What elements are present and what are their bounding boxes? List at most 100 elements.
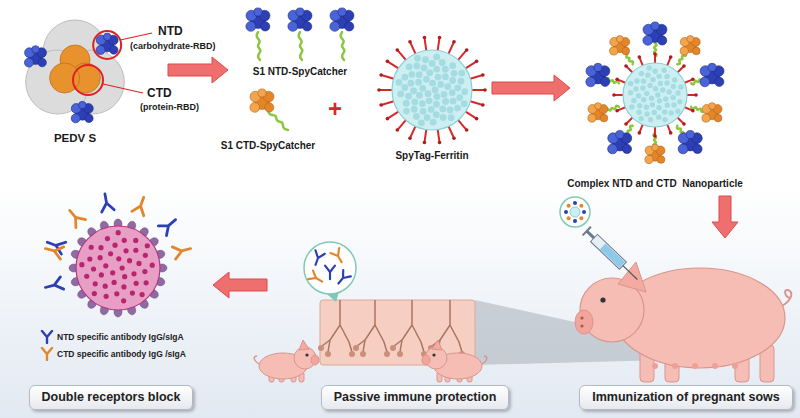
protein-domain	[657, 156, 665, 164]
pregnant-sow	[692, 363, 698, 369]
spytag	[638, 131, 642, 135]
spytag	[653, 52, 657, 56]
protein-domain	[702, 103, 722, 123]
vaccine-inset	[570, 207, 580, 217]
ferritin-subunit	[663, 96, 668, 101]
virus	[116, 230, 121, 235]
antibody	[65, 206, 86, 227]
ferritin-subunit	[449, 89, 456, 96]
ferritin-subunit	[650, 77, 655, 82]
mammary-tissue	[375, 325, 387, 352]
ferritin-subunit	[437, 81, 444, 88]
ferritin-subunit	[421, 64, 428, 71]
ferritin-subunit	[664, 80, 669, 85]
part-label: SpyTag-Ferritin	[395, 150, 468, 162]
protein-domain	[709, 103, 716, 110]
antibody	[335, 270, 351, 287]
virus	[76, 226, 160, 310]
ferritin-subunit	[423, 76, 430, 83]
protein-domain	[622, 47, 630, 55]
protein-domain	[96, 33, 118, 54]
ferritin-subunit	[639, 71, 644, 76]
spycatcher-tail	[341, 32, 345, 60]
virus	[116, 256, 121, 261]
protein-domain	[652, 144, 659, 151]
virus	[114, 291, 119, 296]
protein-domain	[79, 101, 87, 109]
ferritin-subunit	[629, 104, 634, 109]
piglet	[311, 355, 319, 365]
antibody	[158, 215, 179, 236]
ferritin-subunit	[448, 114, 455, 121]
part-label: S1 NTD-SpyCatcher	[253, 66, 347, 78]
spytag	[612, 93, 616, 97]
spytag	[615, 78, 619, 82]
protein-domain	[345, 22, 354, 31]
ferritin-subunit	[665, 103, 670, 108]
antibody	[132, 195, 150, 216]
virus	[112, 243, 117, 248]
protein-domain	[610, 36, 630, 56]
spycatcher-fusions	[246, 8, 354, 130]
ferritin-cage	[392, 50, 472, 130]
antibody	[331, 248, 346, 265]
protein-domain	[246, 21, 256, 31]
ferritin-subunit	[669, 110, 674, 115]
protein-domain	[715, 77, 724, 86]
virus	[133, 248, 138, 253]
virus	[103, 284, 108, 289]
spytag	[669, 55, 673, 59]
protein-domain	[610, 47, 618, 55]
pregnant-sow	[652, 363, 658, 369]
ferritin-subunit	[430, 119, 437, 126]
virus	[103, 263, 108, 268]
ferritin-subunit	[636, 93, 641, 98]
protein-domain	[588, 103, 608, 123]
vaccine-inset	[573, 219, 577, 223]
piglet	[482, 356, 487, 364]
ferritin-subunit	[432, 87, 439, 94]
ferritin-subunit	[637, 103, 642, 108]
ferritin-subunit	[661, 68, 666, 73]
ferritin-subunit	[406, 63, 413, 70]
ferritin-subunit	[411, 99, 418, 106]
ferritin-subunit	[675, 109, 680, 114]
protein-domain	[330, 8, 354, 31]
mammary-tissue	[400, 325, 412, 352]
protein-domain	[110, 46, 118, 54]
stage-label: Passive immune protection	[321, 385, 510, 410]
ferritin-subunit	[396, 79, 403, 86]
protein-domain	[38, 58, 46, 66]
mammary-tissue	[328, 325, 340, 352]
spytag	[481, 103, 485, 107]
virus	[120, 265, 125, 270]
ferritin-subunit	[426, 69, 433, 76]
virus	[150, 263, 155, 268]
protein-domain	[258, 89, 266, 97]
protein-domain	[645, 155, 653, 163]
spytag	[379, 73, 383, 77]
protein-domain	[24, 46, 46, 67]
ferritin-subunit	[411, 106, 418, 113]
ferritin-subunit	[401, 84, 408, 91]
ferritin-subunit	[442, 73, 449, 80]
protein-domain	[296, 8, 304, 16]
protein-domain	[680, 47, 688, 55]
ferritin-subunit	[449, 77, 456, 84]
spytag	[624, 64, 628, 68]
ferritin-subunit	[429, 80, 436, 87]
virus	[122, 238, 127, 243]
virus	[121, 298, 126, 303]
protein-domain	[687, 36, 694, 43]
antibody	[325, 266, 335, 280]
piglet	[254, 340, 319, 382]
legend-icon	[40, 330, 54, 344]
antibody	[44, 242, 64, 259]
ferritin-subunit	[439, 59, 446, 66]
ferritin-subunit	[641, 79, 646, 84]
pregnant-sow	[782, 290, 791, 306]
spytag	[386, 60, 390, 64]
spytag	[653, 134, 657, 138]
protein-domain	[288, 21, 298, 31]
